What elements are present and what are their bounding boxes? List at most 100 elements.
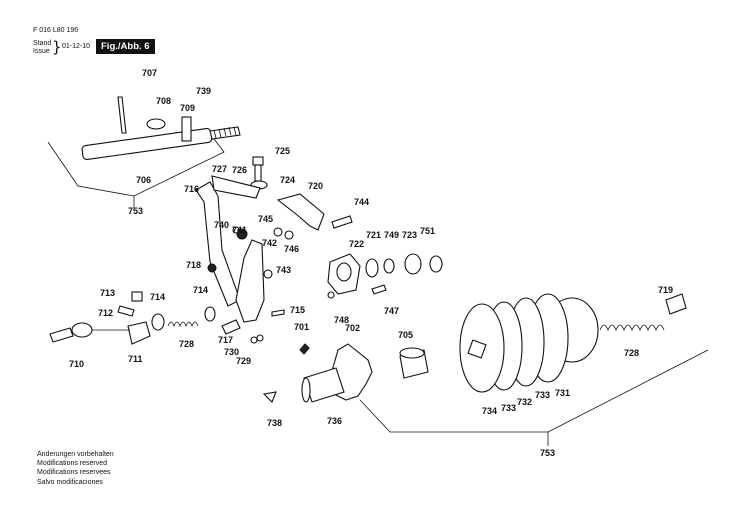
label-710: 710 (69, 359, 84, 369)
nut-743 (263, 269, 273, 279)
shaft-706 (81, 96, 241, 161)
label-714b: 714 (193, 285, 208, 295)
label-711: 711 (128, 354, 143, 364)
rod-710-head (71, 322, 93, 338)
spring-728a (167, 321, 199, 328)
label-716: 716 (184, 184, 199, 194)
label-740: 740 (214, 220, 229, 230)
label-719: 719 (658, 285, 673, 295)
note-line: Modifications reservees (37, 469, 111, 477)
label-731: 731 (555, 388, 570, 398)
rod-710 (49, 327, 74, 343)
block-711 (127, 321, 151, 345)
disclaimer-notes: Änderungen vorbehalten Modifications res… (37, 450, 114, 487)
spring-728b (599, 324, 665, 332)
note-line: Änderungen vorbehalten (37, 451, 114, 458)
label-705: 705 (398, 330, 413, 340)
screw-747 (371, 284, 387, 295)
label-709: 709 (180, 103, 195, 113)
label-746: 746 (284, 244, 299, 254)
label-713: 713 (100, 288, 115, 298)
label-714a: 714 (150, 292, 165, 302)
label-702: 702 (345, 323, 360, 333)
label-733a: 733 (501, 403, 516, 413)
brace-glyph: } (52, 38, 62, 56)
screw-725 (252, 156, 264, 182)
nut-718 (207, 263, 217, 273)
label-706: 706 (136, 175, 151, 185)
gear-723 (404, 253, 422, 275)
label-717: 717 (218, 335, 233, 345)
label-723: 723 (402, 230, 417, 240)
label-730: 730 (224, 347, 239, 357)
label-726: 726 (232, 165, 247, 175)
pin-701 (299, 343, 310, 355)
label-744: 744 (354, 197, 369, 207)
washer-749 (383, 258, 395, 274)
figure-badge: Fig./Abb. 6 (96, 39, 155, 54)
stand-label: Stand (33, 40, 52, 47)
label-733b: 733 (535, 390, 550, 400)
label-743: 743 (276, 265, 291, 275)
nut-738 (262, 391, 277, 403)
cylinder-736-end (301, 377, 311, 403)
document-code: F 016 L80 196 (33, 27, 79, 34)
sleeve-705-top (399, 347, 425, 359)
label-745: 745 (258, 214, 273, 224)
washer-746 (284, 230, 294, 240)
label-738: 738 (267, 418, 282, 428)
label-749: 749 (384, 230, 399, 240)
label-753a: 753 (128, 206, 143, 216)
disc-group-bracket (359, 349, 709, 433)
label-701: 701 (294, 322, 309, 332)
label-724: 724 (280, 175, 295, 185)
note-line: Salvo modificaciones (37, 478, 103, 486)
washer-729 (256, 334, 264, 342)
nut-730 (250, 336, 258, 344)
label-718: 718 (186, 260, 201, 270)
nut-719 (665, 293, 687, 315)
label-736: 736 (327, 416, 342, 426)
label-712: 712 (98, 308, 113, 318)
label-721: 721 (366, 230, 381, 240)
label-729: 729 (236, 356, 251, 366)
label-732: 732 (517, 397, 532, 407)
lever-742 (235, 239, 265, 323)
label-722: 722 (349, 239, 364, 249)
label-751: 751 (420, 226, 435, 236)
label-720: 720 (308, 181, 323, 191)
label-753b: 753 (540, 448, 555, 458)
washer-748 (327, 291, 335, 299)
bracket-720 (276, 193, 325, 231)
screw-744 (331, 215, 353, 229)
pin-713 (131, 291, 143, 302)
issue-label: Issue (33, 48, 50, 55)
label-742: 742 (262, 238, 277, 248)
label-748: 748 (334, 315, 349, 325)
housing-722-bore (336, 262, 352, 282)
label-734: 734 (482, 406, 497, 416)
label-747: 747 (384, 306, 399, 316)
washer-714a (151, 313, 165, 331)
stand-issue-label: Stand Issue (33, 40, 51, 56)
bearing-721 (365, 258, 379, 278)
label-741: 741 (232, 225, 247, 235)
label-727: 727 (212, 164, 227, 174)
label-728a: 728 (179, 339, 194, 349)
pin-712 (117, 305, 135, 317)
note-line: Modifications reserved (37, 460, 108, 468)
screw-715 (271, 309, 285, 317)
disc-pack (459, 293, 599, 393)
nut-751 (429, 255, 443, 273)
label-707: 707 (142, 68, 157, 78)
pin-740 (232, 226, 240, 234)
lever-727 (211, 175, 261, 199)
label-739: 739 (196, 86, 211, 96)
label-725: 725 (275, 146, 290, 156)
washer-714b (204, 306, 216, 322)
gear-741 (236, 228, 248, 240)
issue-date: 01-12-10 (62, 43, 91, 50)
washer-745 (273, 227, 283, 237)
label-708: 708 (156, 96, 171, 106)
